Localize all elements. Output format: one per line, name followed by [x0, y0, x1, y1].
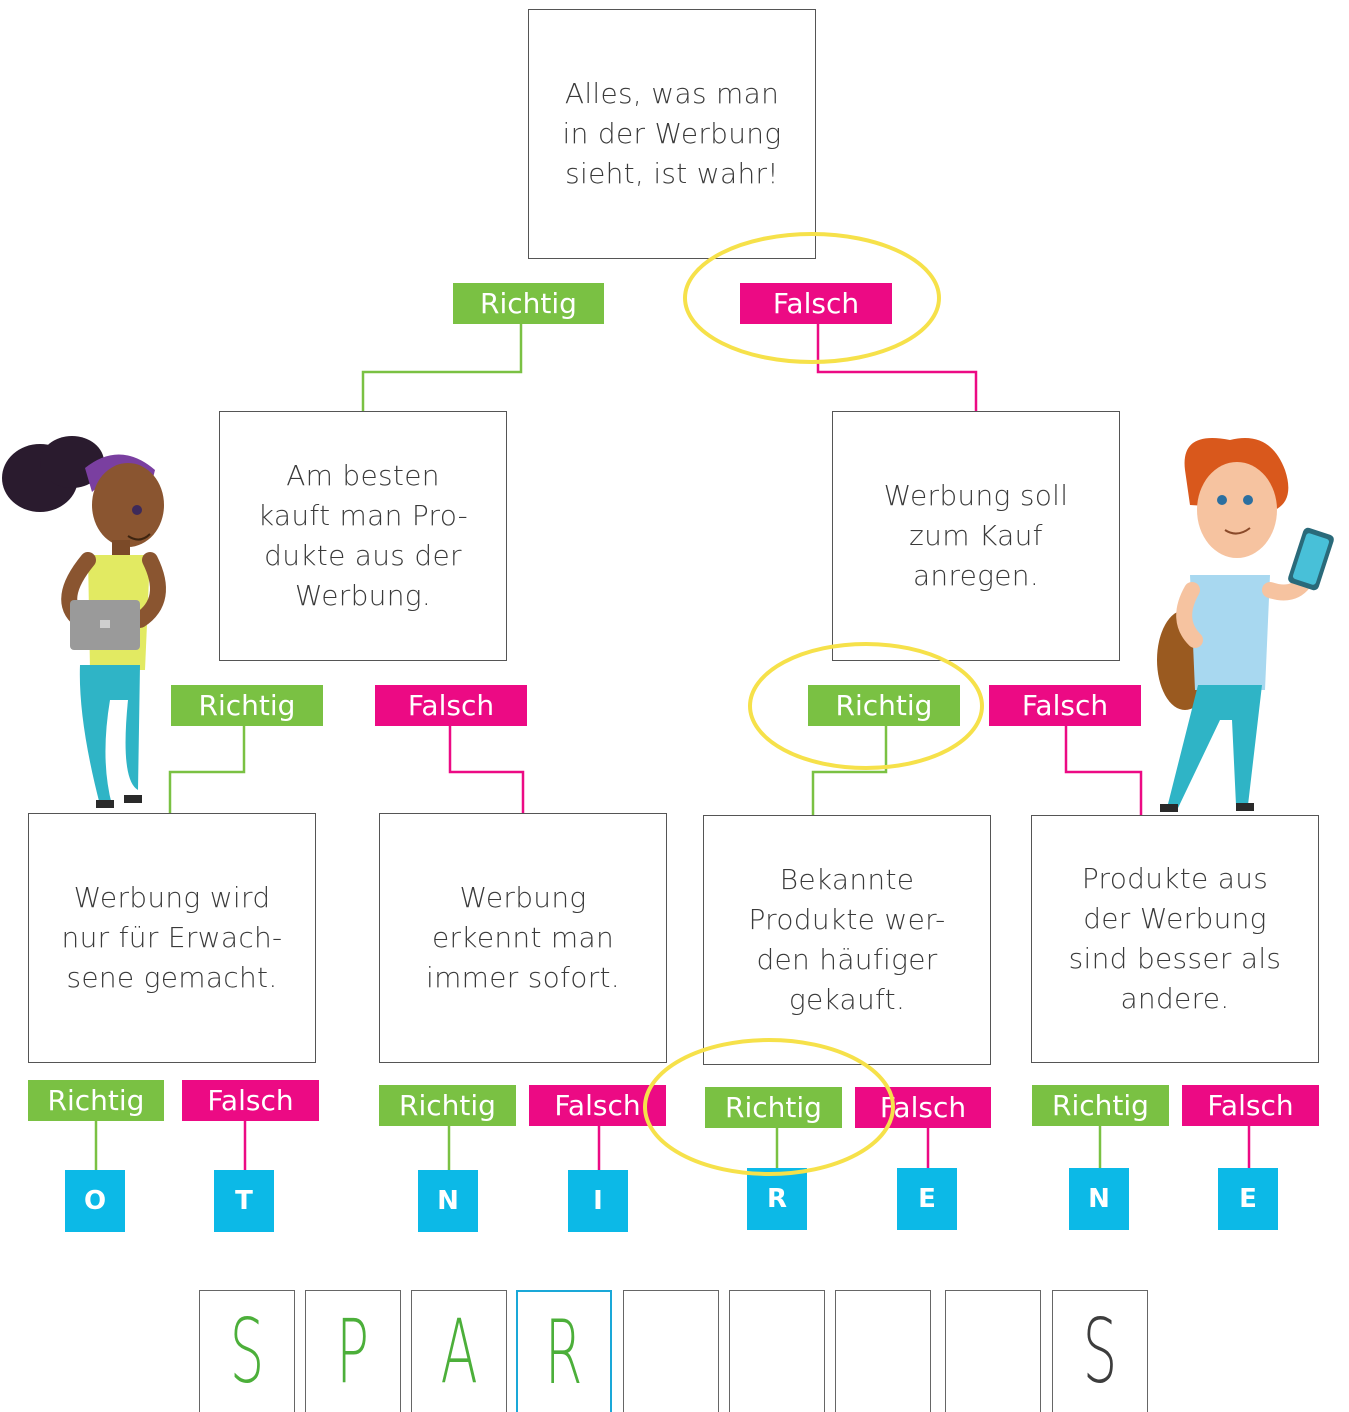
- connector-left-richtig: [168, 726, 246, 813]
- letter-tile: I: [568, 1170, 628, 1232]
- answer-box-4[interactable]: R: [516, 1290, 612, 1412]
- answer-box-3[interactable]: A: [411, 1290, 507, 1412]
- left-falsch-tag[interactable]: Falsch: [375, 685, 527, 726]
- q1-falsch-tag[interactable]: Falsch: [182, 1080, 319, 1121]
- left-richtig-tag[interactable]: Richtig: [171, 685, 323, 726]
- answer-letter: S: [229, 1300, 265, 1403]
- q2-richtig-tag[interactable]: Richtig: [379, 1085, 516, 1126]
- question-q4: Produkte aus der Werbung sind besser als…: [1031, 815, 1319, 1063]
- connector-left-falsch: [448, 726, 525, 813]
- answer-box-6[interactable]: [729, 1290, 825, 1412]
- root-richtig-tag[interactable]: Richtig: [453, 283, 604, 324]
- question-left-text: Am besten kauft man Pro- dukte aus der W…: [257, 459, 469, 612]
- q4-richtig-tag[interactable]: Richtig: [1032, 1085, 1169, 1126]
- answer-box-5[interactable]: [623, 1290, 719, 1412]
- question-left: Am besten kauft man Pro- dukte aus der W…: [219, 411, 507, 661]
- right-falsch-tag[interactable]: Falsch: [989, 685, 1141, 726]
- answer-letter: S: [1082, 1300, 1118, 1403]
- answer-box-7[interactable]: [835, 1290, 931, 1412]
- connector-right-falsch: [1064, 726, 1143, 815]
- letter-tile: T: [214, 1170, 274, 1232]
- question-q3-text: Bekannte Produkte wer- den häufiger geka…: [748, 863, 946, 1016]
- girl-with-tablet-illustration: [2, 436, 166, 808]
- letter-tile: E: [1218, 1168, 1278, 1230]
- question-q1-text: Werbung wird nur für Erwach- sene gemach…: [61, 881, 283, 994]
- answer-box-1[interactable]: S: [199, 1290, 295, 1412]
- question-right: Werbung soll zum Kauf anregen.: [832, 411, 1120, 661]
- letter-tile: N: [1069, 1168, 1129, 1230]
- letter-tile: R: [747, 1168, 807, 1230]
- question-q4-text: Produkte aus der Werbung sind besser als…: [1068, 862, 1282, 1015]
- answer-letter: A: [440, 1300, 478, 1403]
- question-root: Alles, was man in der Werbung sieht, ist…: [528, 9, 816, 259]
- q4-falsch-tag[interactable]: Falsch: [1182, 1085, 1319, 1126]
- question-q3: Bekannte Produkte wer- den häufiger geka…: [703, 815, 991, 1065]
- boy-with-phone-illustration: [1157, 438, 1334, 812]
- letter-tile: E: [897, 1168, 957, 1230]
- answer-box-2[interactable]: P: [305, 1290, 401, 1412]
- letter-tile: N: [418, 1170, 478, 1232]
- answer-box-9[interactable]: S: [1052, 1290, 1148, 1412]
- answer-letter: R: [545, 1300, 583, 1404]
- question-right-text: Werbung soll zum Kauf anregen.: [883, 479, 1069, 592]
- question-q2: Werbung erkennt man immer sofort.: [379, 813, 667, 1063]
- question-q1: Werbung wird nur für Erwach- sene gemach…: [28, 813, 316, 1063]
- letter-tile: O: [65, 1170, 125, 1232]
- question-root-text: Alles, was man in der Werbung sieht, ist…: [562, 77, 782, 190]
- answer-box-8[interactable]: [945, 1290, 1041, 1412]
- q1-richtig-tag[interactable]: Richtig: [28, 1080, 164, 1121]
- connector-root-richtig: [361, 324, 523, 412]
- answer-letter: P: [336, 1300, 370, 1403]
- question-q2-text: Werbung erkennt man immer sofort.: [426, 881, 620, 994]
